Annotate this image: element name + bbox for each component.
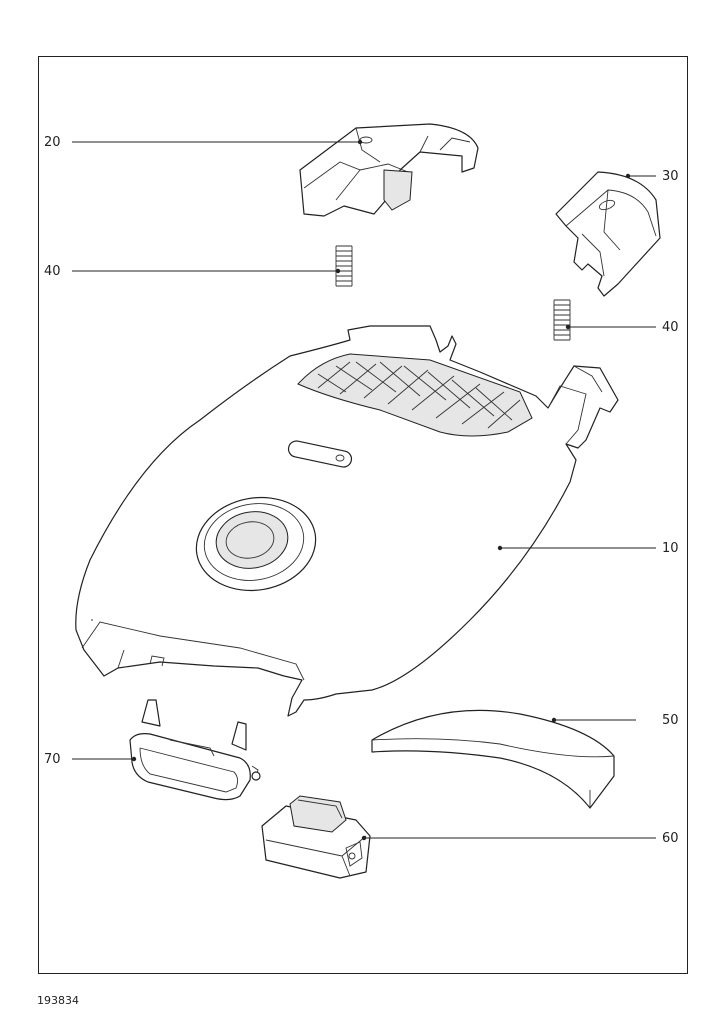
callout-40-left: 40: [44, 264, 341, 279]
label-40-left: 40: [44, 264, 61, 279]
callout-20: 20: [44, 135, 363, 150]
label-20: 20: [44, 135, 61, 150]
part-40-spring-right: [552, 297, 572, 343]
label-40-right: 40: [662, 320, 679, 335]
part-70-latch: [129, 699, 261, 801]
part-10-main-cover: [75, 325, 619, 717]
callout-10: 10: [497, 541, 679, 556]
part-20-top-cover: [299, 123, 479, 217]
callout-50: 50: [551, 713, 679, 728]
label-10: 10: [662, 541, 679, 556]
vent-grille-pattern: [317, 361, 521, 429]
callout-40-right: 40: [565, 320, 679, 335]
callout-70: 70: [44, 752, 137, 767]
label-70: 70: [44, 752, 61, 767]
callout-60: 60: [361, 831, 679, 846]
part-60-button-module: [261, 795, 371, 879]
callout-30: 30: [625, 169, 679, 184]
label-60: 60: [662, 831, 679, 846]
part-30-cap: [555, 171, 661, 297]
part-40-spring-left: [334, 243, 354, 289]
document-number: 193834: [37, 994, 79, 1007]
label-50: 50: [662, 713, 679, 728]
drawing-frame: [38, 56, 688, 974]
label-30: 30: [662, 169, 679, 184]
part-50-filter-pad: [371, 709, 615, 809]
